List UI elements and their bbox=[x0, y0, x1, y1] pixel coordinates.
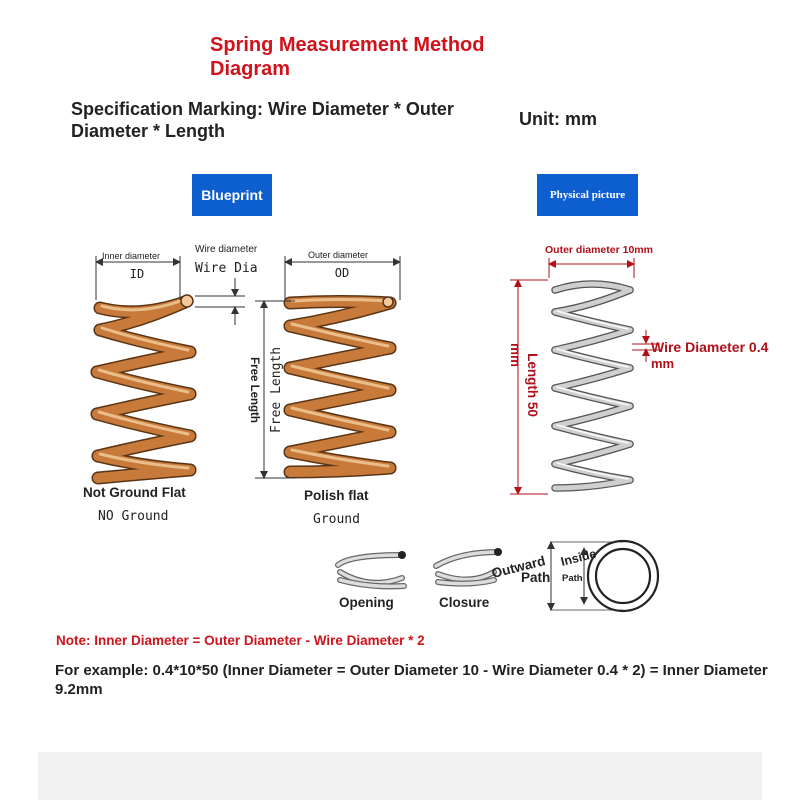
blueprint-button[interactable]: Blueprint bbox=[192, 174, 272, 216]
id-label: ID bbox=[130, 267, 144, 281]
physical-picture-button[interactable]: Physical picture bbox=[537, 174, 638, 216]
note-text: Note: Inner Diameter = Outer Diameter - … bbox=[56, 633, 425, 648]
od-label: OD bbox=[335, 266, 349, 280]
no-ground-label: NO Ground bbox=[98, 509, 168, 524]
free-length-label-en: Free Length bbox=[269, 347, 284, 433]
wire-diameter-04-label: Wire Diameter 0.4 bbox=[651, 339, 769, 355]
outer-diameter-label: Outer diameter bbox=[308, 250, 368, 260]
not-ground-flat-label: Not Ground Flat bbox=[83, 485, 186, 500]
inside-path-label: Path bbox=[562, 573, 583, 584]
spring-not-ground-figure bbox=[90, 294, 197, 485]
length-mm-label: mm bbox=[508, 343, 523, 367]
free-length-label-cn: Free Length bbox=[248, 357, 260, 423]
physical-spring-figure bbox=[551, 280, 634, 492]
wire-dia-label: Wire Dia bbox=[195, 261, 258, 276]
length-50-label: Length 50 bbox=[525, 353, 540, 417]
path-ring-icon bbox=[547, 539, 660, 613]
outer-diameter-10mm-label: Outer diameter 10mm bbox=[545, 244, 653, 256]
closure-label: Closure bbox=[439, 595, 490, 610]
spec-marking: Specification Marking: Wire Diameter * O… bbox=[71, 99, 454, 141]
footer-panel bbox=[38, 752, 762, 800]
outward-path-label: Path bbox=[521, 570, 550, 585]
opening-label: Opening bbox=[339, 595, 394, 610]
wire-diameter-label: Wire diameter bbox=[195, 244, 258, 255]
wire-diameter-mm-label: mm bbox=[651, 356, 674, 371]
polish-flat-label: Polish flat bbox=[304, 488, 369, 503]
diagram-title: Spring Measurement Method Diagram bbox=[210, 34, 485, 80]
inner-diameter-label: Inner diameter bbox=[102, 251, 160, 261]
closure-end-icon bbox=[433, 548, 502, 587]
spring-ground-figure bbox=[283, 295, 397, 479]
example-text: For example: 0.4*10*50 (Inner Diameter =… bbox=[55, 662, 768, 698]
opening-end-icon bbox=[335, 551, 407, 590]
ground-label: Ground bbox=[313, 512, 360, 527]
inside-label: Inside bbox=[559, 547, 597, 569]
unit-label: Unit: mm bbox=[519, 109, 597, 129]
